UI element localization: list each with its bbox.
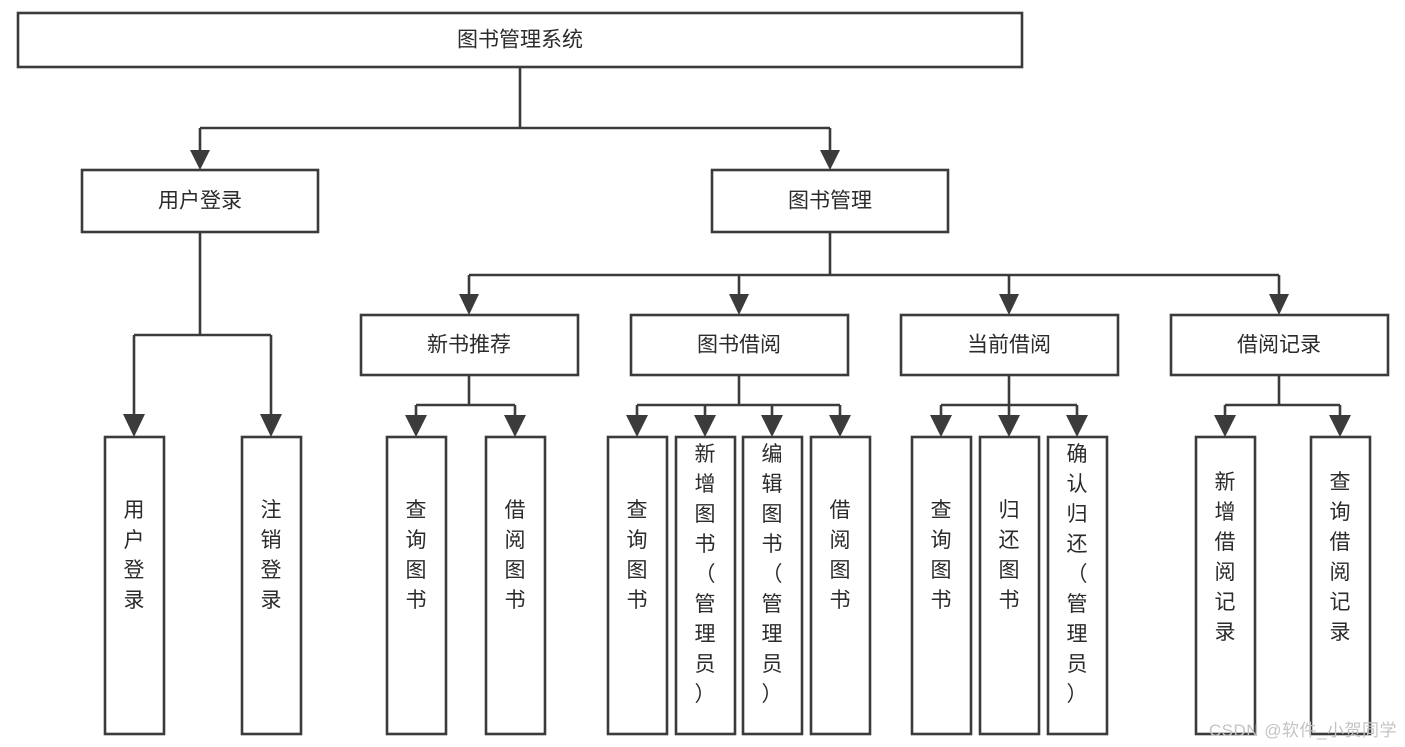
node-leaf-borrow-query[interactable]: 查询图书 [606, 435, 669, 736]
node-leaf-rec-search-label: 查询借阅记录 [1330, 471, 1351, 644]
arrow-head-leaf-borrow-edit [761, 415, 783, 437]
arrow-head-leaf-user-login [123, 414, 145, 437]
node-leaf-borrow-add-label: 新增图书（管理员） [695, 443, 716, 706]
node-leaf-user-login-box[interactable] [103, 435, 166, 736]
node-leaf-cur-query[interactable]: 查询图书 [910, 435, 973, 736]
node-leaf-rec-query[interactable]: 查询图书 [385, 435, 448, 736]
node-leaf-rec-add-box[interactable] [1194, 435, 1257, 736]
arrow-head-leaf-rec-add [1214, 415, 1236, 437]
connector-layer [123, 67, 1351, 437]
node-current-borrow-box[interactable] [899, 313, 1120, 377]
node-leaf-user-login[interactable]: 用户登录 [103, 435, 166, 736]
node-borrow-record-box[interactable] [1169, 313, 1390, 377]
node-leaf-cur-query-box[interactable] [910, 435, 973, 736]
node-user-login-label: 用户登录 [158, 190, 242, 213]
node-leaf-user-logout-label: 注销登录 [261, 499, 282, 612]
node-new-book-rec-box[interactable] [359, 313, 580, 377]
arrow-head-new-book-rec [459, 294, 479, 315]
node-leaf-cur-confirm-label: 确认归还（管理员） [1067, 443, 1088, 706]
arrow-head-leaf-borrow-query [626, 415, 648, 437]
arrow-head-leaf-rec-search [1329, 415, 1351, 437]
node-leaf-borrow-query-label: 查询图书 [627, 499, 648, 612]
node-leaf-borrow-edit-box[interactable] [741, 435, 804, 736]
arrow-head-book-manage [820, 150, 840, 170]
node-book-borrow[interactable]: 图书借阅 [629, 313, 850, 377]
node-leaf-borrow-edit[interactable]: 编辑图书（管理员） [741, 435, 804, 736]
node-book-borrow-label: 图书借阅 [697, 334, 781, 357]
node-leaf-borrow-add[interactable]: 新增图书（管理员） [674, 435, 737, 736]
node-leaf-borrow-edit-label: 编辑图书（管理员） [762, 443, 783, 706]
arrow-head-borrow-record [1269, 294, 1289, 315]
node-root-box[interactable] [16, 11, 1024, 69]
node-leaf-cur-query-label: 查询图书 [931, 499, 952, 612]
csdn-watermark: CSDN @软件_小贺同学 [1208, 721, 1397, 740]
node-leaf-user-login-label: 用户登录 [124, 499, 145, 612]
arrow-head-leaf-cur-query [930, 415, 952, 437]
arrow-head-leaf-user-logout [260, 414, 282, 437]
node-leaf-borrow-query-box[interactable] [606, 435, 669, 736]
node-leaf-cur-confirm[interactable]: 确认归还（管理员） [1046, 435, 1109, 736]
node-leaf-rec-query-label: 查询图书 [406, 499, 427, 612]
node-current-borrow[interactable]: 当前借阅 [899, 313, 1120, 377]
node-leaf-rec-search[interactable]: 查询借阅记录 [1309, 435, 1372, 736]
node-leaf-cur-return-label: 归还图书 [999, 499, 1020, 612]
node-book-manage-label: 图书管理 [788, 190, 872, 213]
arrow-head-leaf-cur-return [998, 415, 1020, 437]
arrow-head-book-borrow [729, 294, 749, 315]
node-leaf-rec-borrow[interactable]: 借阅图书 [484, 435, 547, 736]
node-user-login-box[interactable] [80, 168, 320, 234]
node-borrow-record-label: 借阅记录 [1237, 334, 1321, 357]
arrow-head-leaf-rec-borrow [504, 415, 526, 437]
node-leaf-rec-borrow-label: 借阅图书 [505, 499, 526, 612]
node-book-manage-box[interactable] [710, 168, 950, 234]
node-leaf-borrow-do-box[interactable] [809, 435, 872, 736]
node-user-login[interactable]: 用户登录 [80, 168, 320, 234]
node-leaf-rec-add[interactable]: 新增借阅记录 [1194, 435, 1257, 736]
node-leaf-borrow-do[interactable]: 借阅图书 [809, 435, 872, 736]
node-leaf-user-logout[interactable]: 注销登录 [240, 435, 303, 736]
arrow-head-leaf-borrow-do [829, 415, 851, 437]
node-root-label: 图书管理系统 [457, 29, 583, 52]
node-borrow-record[interactable]: 借阅记录 [1169, 313, 1390, 377]
arrow-head-leaf-cur-confirm [1066, 415, 1088, 437]
arrow-head-leaf-rec-query [405, 415, 427, 437]
node-book-borrow-box[interactable] [629, 313, 850, 377]
node-leaf-rec-search-box[interactable] [1309, 435, 1372, 736]
node-leaf-borrow-add-box[interactable] [674, 435, 737, 736]
node-leaf-user-logout-box[interactable] [240, 435, 303, 736]
arrow-head-user-login [190, 150, 210, 170]
node-leaf-cur-return-box[interactable] [978, 435, 1041, 736]
arrow-head-current-borrow [999, 294, 1019, 315]
node-leaf-rec-add-label: 新增借阅记录 [1215, 471, 1236, 644]
node-new-book-rec[interactable]: 新书推荐 [359, 313, 580, 377]
node-leaf-rec-borrow-box[interactable] [484, 435, 547, 736]
arrow-head-leaf-borrow-add [694, 415, 716, 437]
node-leaf-borrow-do-label: 借阅图书 [830, 499, 851, 612]
node-leaf-cur-return[interactable]: 归还图书 [978, 435, 1041, 736]
node-new-book-rec-label: 新书推荐 [427, 334, 511, 357]
node-leaf-rec-query-box[interactable] [385, 435, 448, 736]
node-leaf-cur-confirm-box[interactable] [1046, 435, 1109, 736]
node-root[interactable]: 图书管理系统 [16, 11, 1024, 69]
node-book-manage[interactable]: 图书管理 [710, 168, 950, 234]
node-current-borrow-label: 当前借阅 [967, 334, 1051, 357]
